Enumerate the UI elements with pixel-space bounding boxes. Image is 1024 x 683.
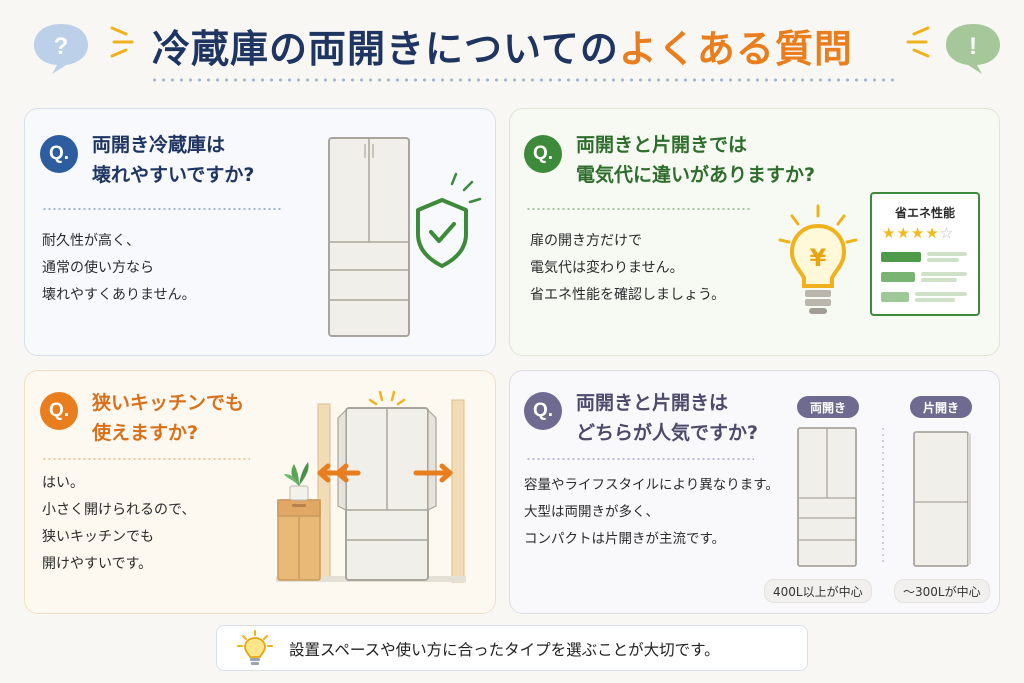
answer-text: 容量やライフスタイルにより異なります。 大型は両開きが多く、 コンパクトは片開き… bbox=[524, 477, 779, 547]
label-single-door: 片開き bbox=[910, 396, 972, 418]
caption-single-door: 〜300Lが中心 bbox=[894, 579, 990, 603]
tip-text: 設置スペースや使い方に合ったタイプを選ぶことが大切です。 bbox=[289, 641, 720, 659]
title-underline bbox=[150, 78, 895, 82]
q-badge: Q. bbox=[524, 135, 562, 173]
shield-check-icon bbox=[416, 172, 482, 268]
french-door-fridge-icon bbox=[328, 137, 410, 337]
question-title: 両開きと片開きは どちらが人気ですか? bbox=[576, 392, 759, 444]
question-title: 両開き冷蔵庫は 壊れやすいですか? bbox=[92, 134, 255, 186]
fridge-in-kitchen-icon bbox=[276, 390, 466, 583]
answer-text: 扉の開き方だけで 電気代は変わりません。 省エネ性能を確認しましょう。 bbox=[530, 233, 726, 303]
q-badge: Q. bbox=[40, 392, 78, 430]
question-title: 狭いキッチンでも 使えますか? bbox=[92, 392, 245, 444]
caption-double-door: 400L以上が中心 bbox=[764, 579, 872, 603]
separator bbox=[526, 208, 750, 210]
energy-label-bars bbox=[881, 252, 967, 302]
separator bbox=[526, 458, 754, 460]
q-badge: Q. bbox=[40, 135, 78, 173]
separator bbox=[42, 458, 250, 460]
page-title-accent: よくある質問 bbox=[618, 27, 853, 71]
sparkle-left-icon bbox=[110, 26, 134, 58]
page-title-main: 冷蔵庫の両開きについての bbox=[152, 27, 619, 71]
q-badge: Q. bbox=[524, 392, 562, 430]
question-bubble-icon: ? bbox=[34, 24, 88, 74]
header: ? 冷蔵庫の両開きについてのよくある質問 ! bbox=[0, 0, 1024, 95]
exclamation-bubble-icon: ! bbox=[946, 24, 1000, 74]
question-title: 両開きと片開きでは 電気代に違いがありますか? bbox=[576, 134, 816, 186]
page-title: 冷蔵庫の両開きについてのよくある質問 bbox=[152, 18, 853, 73]
separator bbox=[42, 208, 282, 210]
double-door-fridge-icon bbox=[797, 427, 857, 567]
single-door-fridge-icon bbox=[913, 431, 971, 567]
label-double-door: 両開き bbox=[797, 396, 859, 418]
svg-text:!: ! bbox=[969, 33, 977, 60]
lightbulb-icon bbox=[237, 630, 273, 665]
tip-box: 設置スペースや使い方に合ったタイプを選ぶことが大切です。 bbox=[216, 625, 808, 671]
lightbulb-yen-icon: ¥ bbox=[778, 204, 858, 314]
svg-text:?: ? bbox=[54, 33, 69, 60]
energy-efficiency-label: 省エネ性能 ★★★★☆ bbox=[870, 192, 980, 316]
divider bbox=[882, 426, 884, 566]
sparkle-right-icon bbox=[906, 26, 930, 58]
star-rating: ★★★★☆ bbox=[882, 224, 955, 242]
answer-text: はい。 小さく開けられるので、 狭いキッチンでも 開けやすいです。 bbox=[42, 475, 196, 572]
answer-text: 耐久性が高く、 通常の使い方なら 壊れやすくありません。 bbox=[42, 233, 196, 303]
energy-label-title: 省エネ性能 bbox=[894, 206, 955, 220]
svg-text:¥: ¥ bbox=[810, 244, 827, 272]
